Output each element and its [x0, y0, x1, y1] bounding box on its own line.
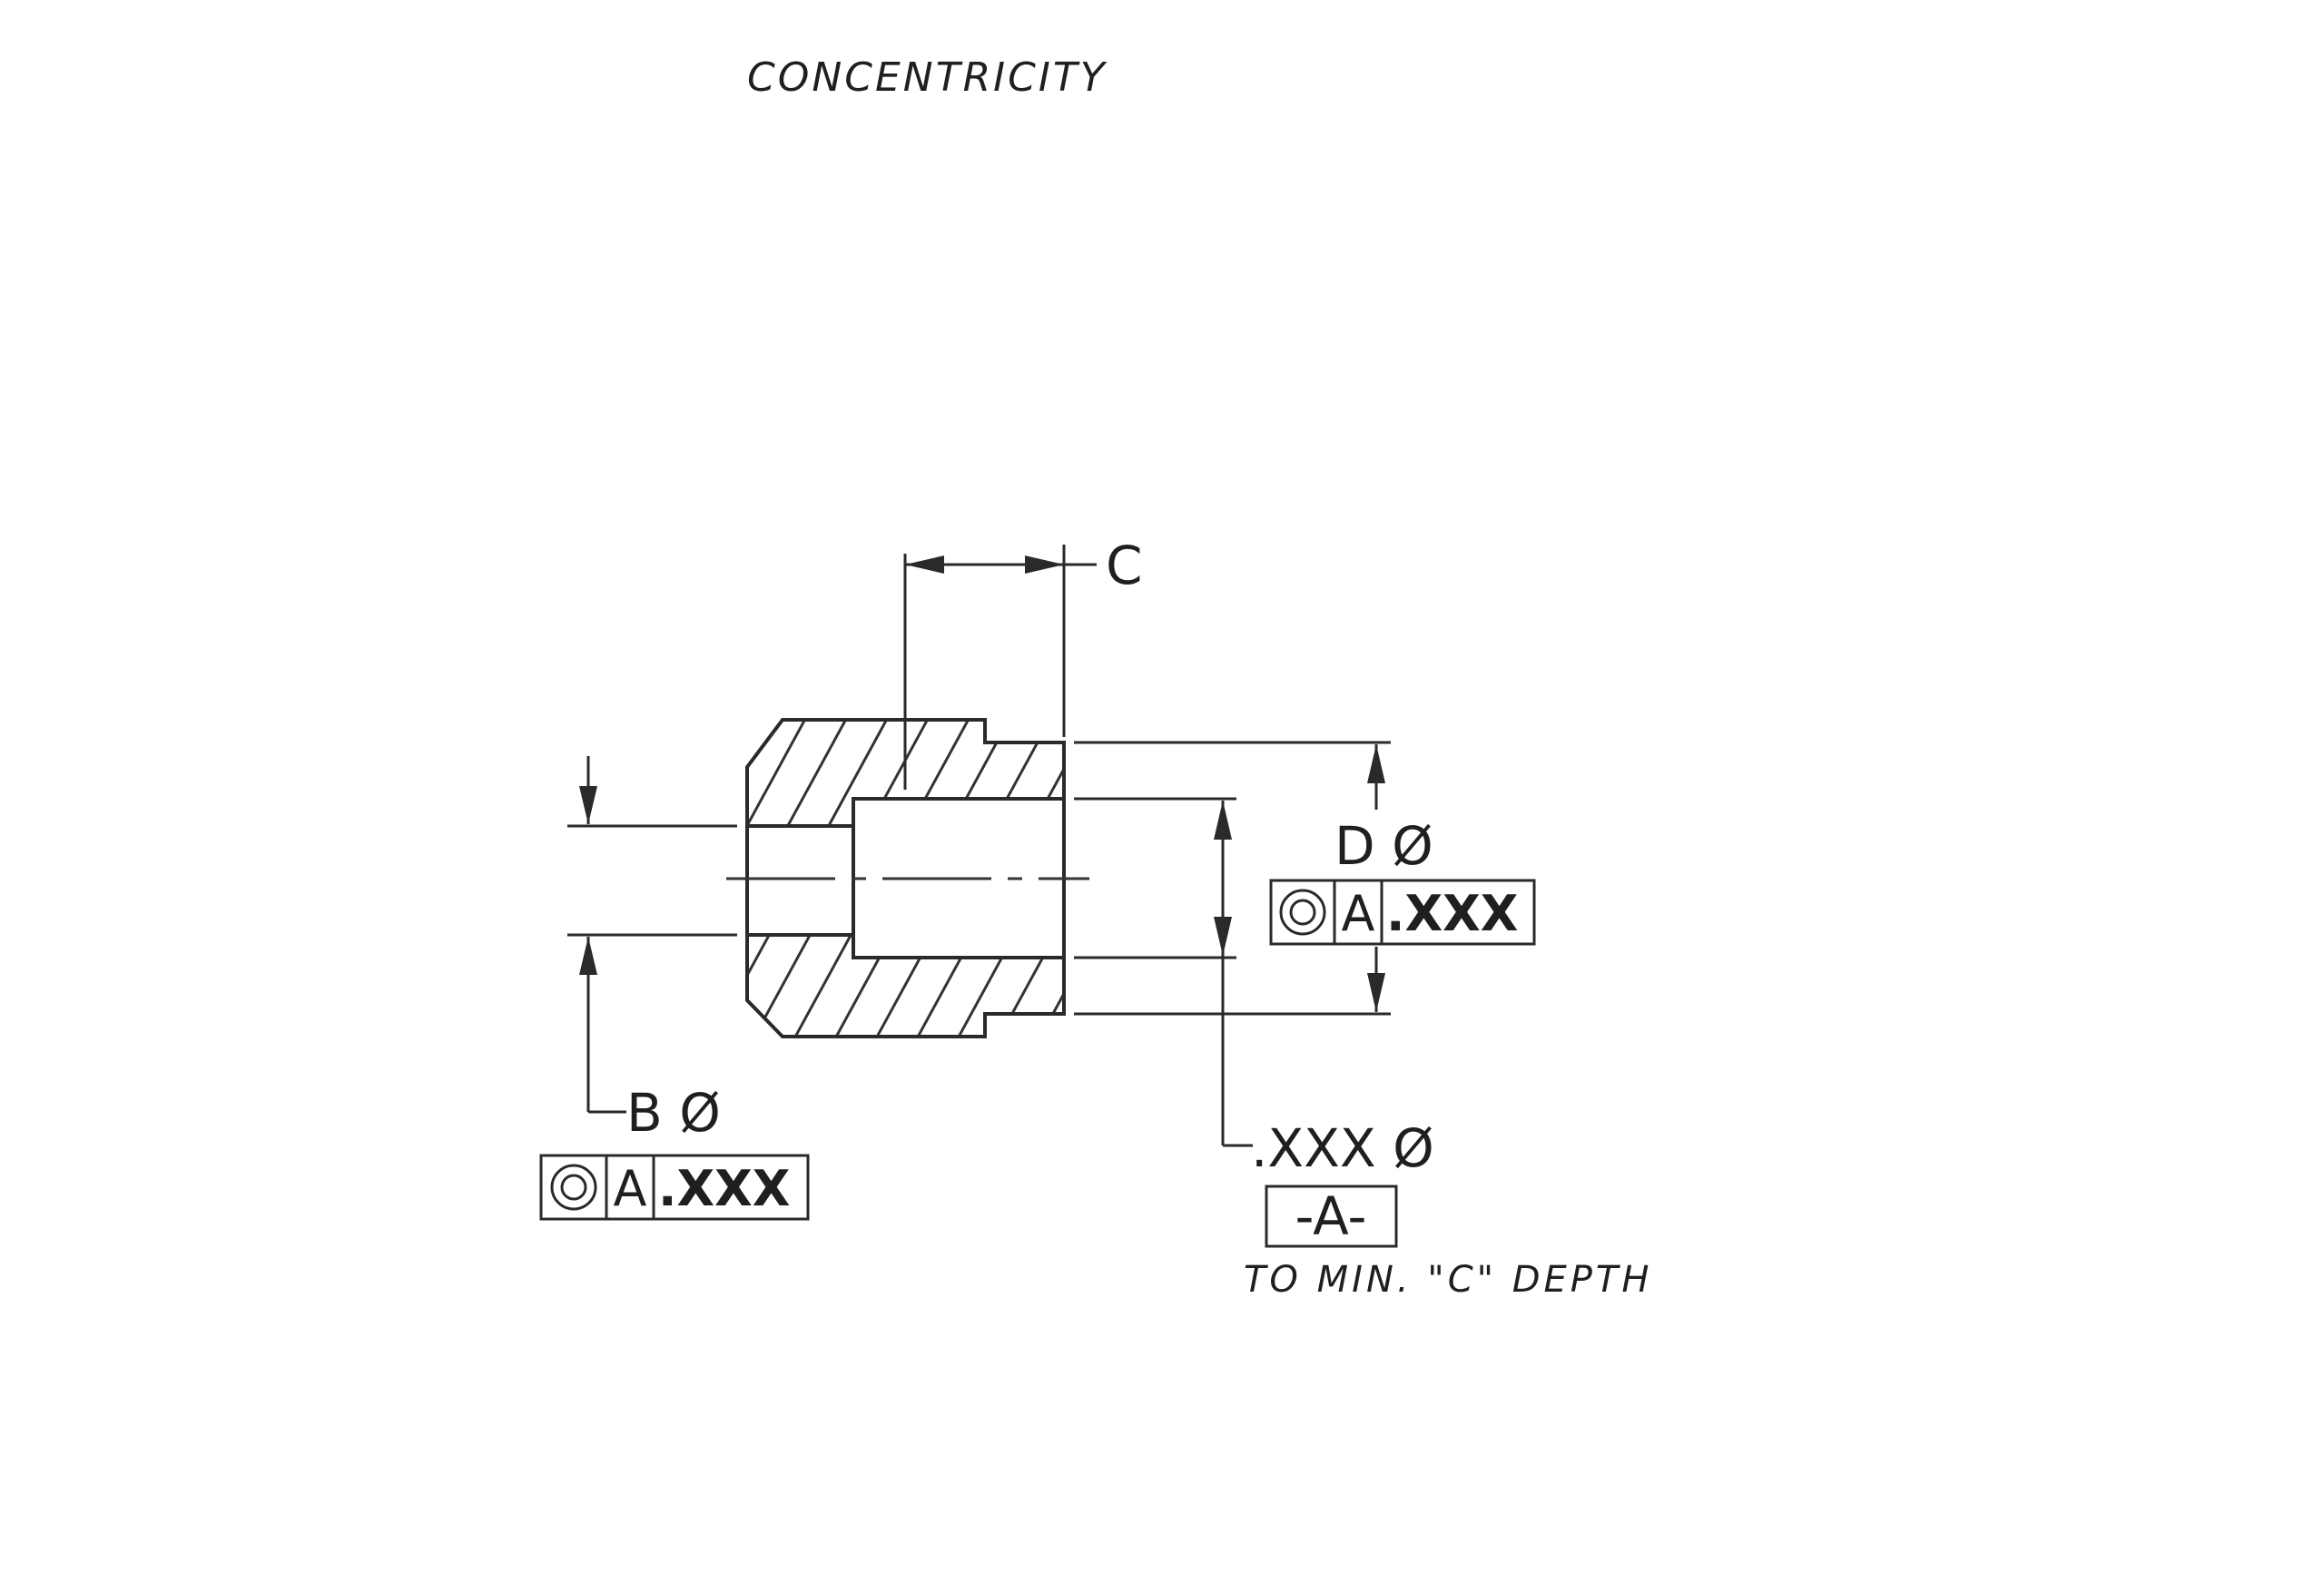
page-title: CONCENTRICITY [747, 54, 1108, 101]
dim-d-label: D Ø [1334, 815, 1433, 877]
dimension-b: B Ø [567, 756, 737, 1144]
depth-note: TO MIN. "C" DEPTH [1244, 1259, 1652, 1301]
fcf-right-datum: A [1342, 885, 1375, 942]
fcf-left-tolerance: .XXX [658, 1160, 790, 1217]
fcf-right-tolerance: .XXX [1386, 885, 1518, 942]
dim-c-label: C [1106, 535, 1143, 596]
concentricity-symbol-icon [1279, 889, 1326, 936]
dimension-d: D Ø [1074, 741, 1433, 1016]
feature-control-frame-right: A .XXX [1269, 879, 1536, 946]
datum-frame-a: -A- [1265, 1185, 1398, 1248]
dim-xxx-label: .XXX Ø [1251, 1117, 1434, 1179]
section-hatching [747, 720, 1064, 1037]
concentricity-symbol-icon [550, 1164, 597, 1211]
part-section [726, 718, 1089, 1038]
dimension-counterbore: .XXX Ø [1074, 797, 1434, 1179]
feature-control-frame-left: A .XXX [539, 1154, 810, 1221]
fcf-left-datum: A [614, 1160, 647, 1217]
dimension-c: C [903, 535, 1143, 790]
dim-b-label: B Ø [626, 1082, 721, 1144]
datum-a-label: -A- [1295, 1185, 1367, 1247]
